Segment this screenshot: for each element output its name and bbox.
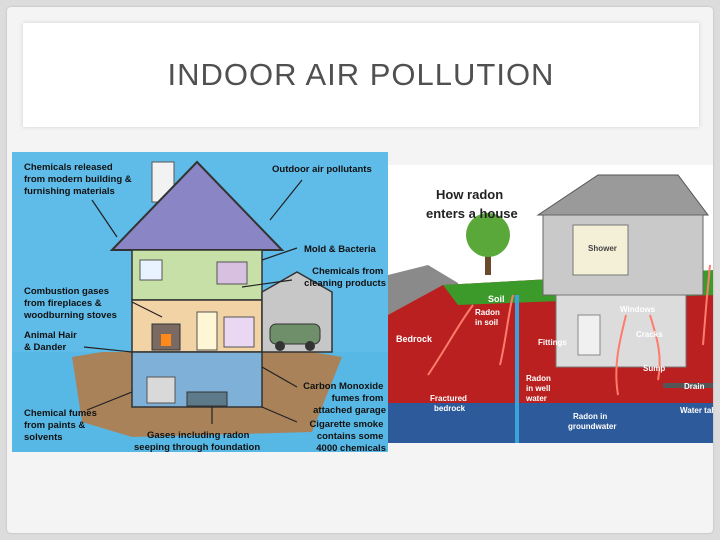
label-chem-building-1: Chemicals released <box>24 162 113 173</box>
title-box: INDOOR AIR POLLUTION <box>23 23 699 127</box>
svg-text:Combustion gases from: Combustion gases from fireplaces & woodb… <box>23 286 117 321</box>
label-water-table: Water table <box>680 406 713 415</box>
label-outdoor-pollutants: Outdoor air pollutants <box>272 164 372 175</box>
label-drain: Drain <box>684 382 705 391</box>
label-fractured-1: Fractured <box>430 394 467 403</box>
label-smoke-1: Cigarette smoke <box>309 419 383 430</box>
label-radon-well-2: in well <box>526 384 550 393</box>
svg-text:Animal Hair & Dander: Animal Hair & Dander <box>24 330 79 353</box>
radon-title-2: enters a house <box>426 206 518 221</box>
label-radon-soil-2: in soil <box>475 318 498 327</box>
label-mold-bacteria: Mold & Bacteria <box>304 244 377 255</box>
svg-text:Gases including radon: Gases including radon seeping through fo… <box>134 430 260 452</box>
label-smoke-2: contains some <box>317 431 384 442</box>
label-paints-2: from paints & <box>24 420 85 431</box>
slide-title: INDOOR AIR POLLUTION <box>167 57 555 92</box>
slide: INDOOR AIR POLLUTION <box>7 7 713 533</box>
label-bedrock: Bedrock <box>396 334 433 344</box>
svg-text:Radon in soil: Radon in soil <box>475 308 502 327</box>
svg-text:How radon enters a hou: How radon enters a house <box>426 187 518 221</box>
label-co-3: attached garage <box>313 405 386 416</box>
label-co-2: fumes from <box>332 393 384 404</box>
label-radon-foundation-2: seeping through foundation <box>134 442 260 452</box>
label-animal-1: Animal Hair <box>24 330 77 341</box>
label-smoke-3: 4000 chemicals <box>316 443 386 452</box>
label-combustion-1: Combustion gases <box>24 286 109 297</box>
label-combustion-2: from fireplaces & <box>24 298 102 309</box>
label-sump: Sump <box>643 364 665 373</box>
svg-text:Chemicals released fro: Chemicals released from modern building … <box>24 162 134 197</box>
svg-text:Radon in well: Radon in well water <box>525 374 553 403</box>
label-radon-foundation-1: Gases including radon <box>147 430 250 441</box>
radon-title-1: How radon <box>436 187 503 202</box>
label-soil: Soil <box>488 294 505 304</box>
label-combustion-3: woodburning stoves <box>23 310 117 321</box>
svg-text:Carbon Monoxide fumes: Carbon Monoxide fumes from attached gara… <box>303 381 386 416</box>
label-fractured-2: bedrock <box>434 404 466 413</box>
label-chem-building-2: from modern building & <box>24 174 132 185</box>
label-cleaning-1: Chemicals from <box>312 266 383 277</box>
radon-illustration-svg: How radon enters a house Shower Windows … <box>388 165 713 443</box>
svg-text:Radon in groundwater: Radon in groundwater <box>568 412 616 431</box>
label-cleaning-2: cleaning products <box>304 278 386 289</box>
label-cracks: Cracks <box>636 330 663 339</box>
label-paints-1: Chemical fumes <box>24 408 97 419</box>
svg-text:Chemicals from cleanin: Chemicals from cleaning products <box>304 266 386 289</box>
label-radon-ground-2: groundwater <box>568 422 616 431</box>
label-radon-well-3: water <box>525 394 547 403</box>
svg-text:Chemical fumes from pa: Chemical fumes from paints & solvents <box>24 408 100 443</box>
house-illustration-svg: Chemicals released from modern building … <box>12 152 388 452</box>
label-paints-3: solvents <box>24 432 63 443</box>
label-radon-well-1: Radon <box>526 374 551 383</box>
house-pollution-illustration: Chemicals released from modern building … <box>12 152 388 452</box>
label-shower: Shower <box>588 244 617 253</box>
label-co-1: Carbon Monoxide <box>303 381 383 392</box>
label-fittings: Fittings <box>538 338 567 347</box>
svg-text:Fractured bedrock: Fractured bedrock <box>430 394 469 413</box>
label-animal-2: & Dander <box>24 342 67 353</box>
label-radon-soil-1: Radon <box>475 308 500 317</box>
label-windows: Windows <box>620 305 656 314</box>
label-radon-ground-1: Radon in <box>573 412 607 421</box>
label-chem-building-3: furnishing materials <box>24 186 115 197</box>
radon-entry-illustration: How radon enters a house Shower Windows … <box>388 165 713 443</box>
svg-text:Cigarette smoke contai: Cigarette smoke contains some 4000 chemi… <box>309 419 386 452</box>
